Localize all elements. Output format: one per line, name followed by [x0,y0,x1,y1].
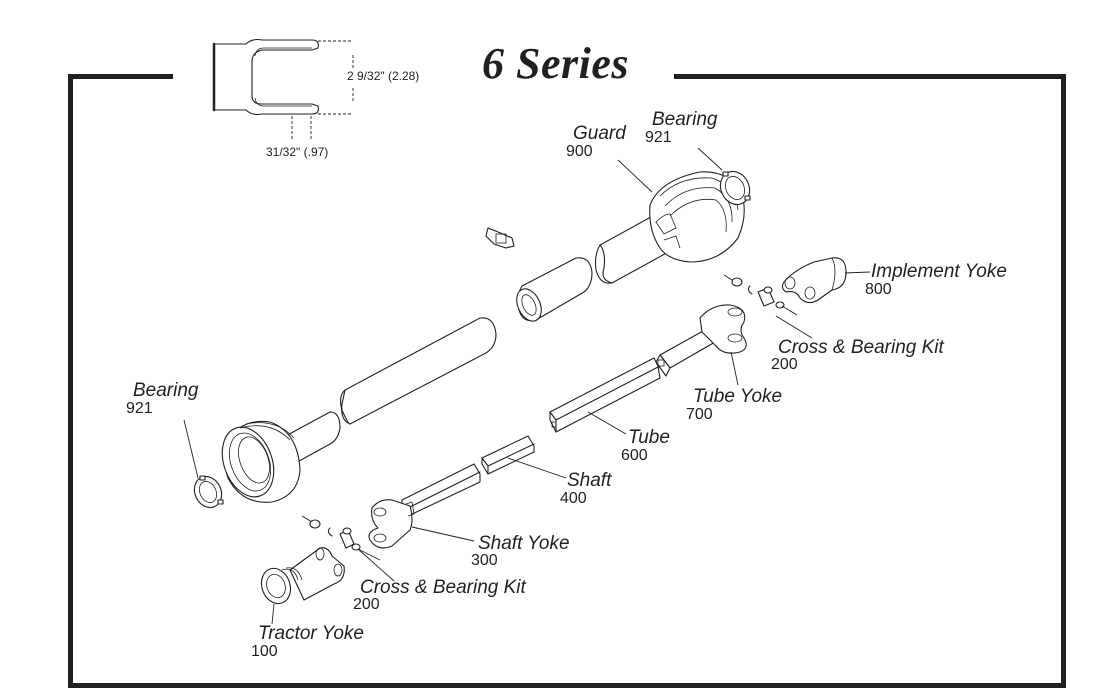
part-number-shaft: 400 [560,490,587,507]
frame-top-right-segment [674,74,1066,79]
tube-600-drawing [549,357,661,433]
part-label-cross-bearing-kit-upper: Cross & Bearing Kit [778,337,944,358]
guard-clip-drawing [485,227,515,249]
part-label-implement-yoke: Implement Yoke [871,261,1007,282]
part-number-cross-bearing-kit-upper: 200 [771,356,798,373]
part-number-tube: 600 [621,447,648,464]
bearing-921-top-drawing [719,170,751,206]
tube-yoke-700-drawing [655,304,747,377]
part-label-shaft-yoke: Shaft Yoke [478,533,570,554]
part-label-shaft: Shaft [567,470,612,491]
shaft-yoke-300-drawing [368,463,481,549]
yoke-thickness-dimension: 31/32" (.97) [266,145,329,159]
part-number-tractor-yoke: 100 [251,643,278,660]
yoke-width-dimension: 2 9/32" (2.28) [347,69,420,83]
frame-bottom-border [68,683,1066,688]
part-label-bearing-lower: Bearing [133,380,199,401]
frame-right-border [1061,74,1066,688]
leader-lines [183,147,871,625]
part-number-tube-yoke: 700 [686,406,713,423]
yoke-dimension-sketch [212,38,354,140]
implement-yoke-800-drawing [781,257,847,304]
cross-bearing-kit-upper-drawing [723,274,798,316]
part-number-cross-bearing-kit-lower: 200 [353,596,380,613]
frame-top-left-segment [68,74,173,79]
part-label-cross-bearing-kit-lower: Cross & Bearing Kit [360,577,526,598]
part-label-tractor-yoke: Tractor Yoke [258,623,364,644]
part-number-guard: 900 [566,143,593,160]
part-label-guard: Guard [573,123,626,144]
guard-lower-drawing [221,411,341,503]
part-number-bearing-top: 921 [645,129,672,146]
guard-900-drawing [594,171,745,284]
guard-tube-upper-drawing [516,257,593,322]
part-number-implement-yoke: 800 [865,281,892,298]
shaft-400-drawing [481,435,535,475]
series-title: 6 Series [482,39,629,88]
frame-left-border [68,74,73,688]
part-label-bearing-top: Bearing [652,109,718,130]
tractor-yoke-100-drawing [260,547,345,605]
guard-tube-lower-drawing [339,317,497,425]
part-label-tube: Tube [628,427,670,448]
bearing-921-lower-drawing [193,475,224,509]
part-number-shaft-yoke: 300 [471,552,498,569]
cross-bearing-kit-lower-drawing [301,515,381,561]
part-number-bearing-lower: 921 [126,400,153,417]
part-label-tube-yoke: Tube Yoke [693,386,783,407]
